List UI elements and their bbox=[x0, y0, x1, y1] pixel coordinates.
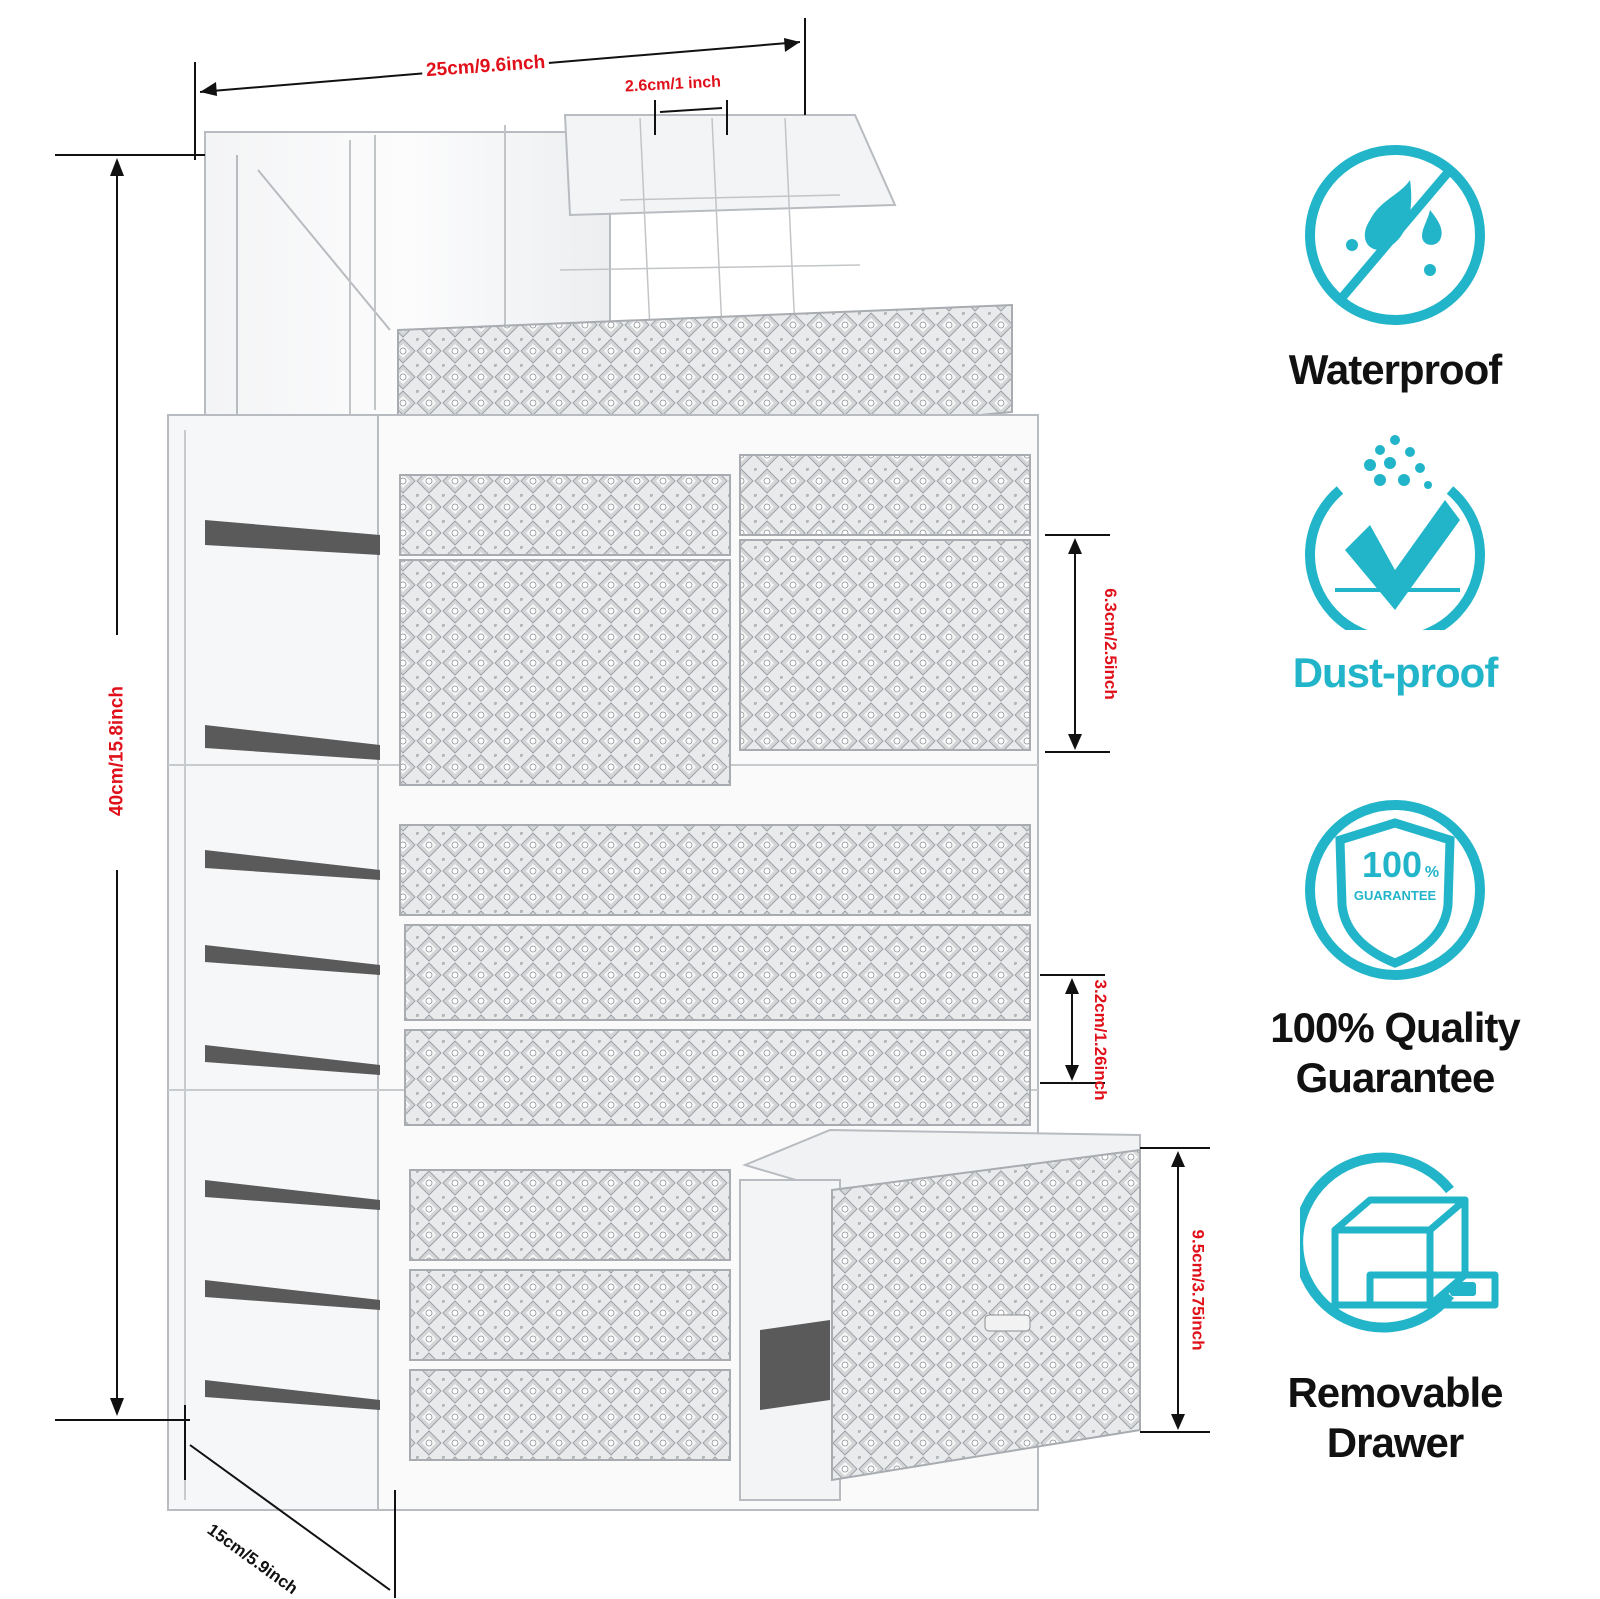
feature-waterproof-label: Waterproof bbox=[1288, 346, 1502, 393]
large-drawer-height-label: 6.3cm/2.5inch bbox=[1101, 588, 1120, 700]
svg-text:%: % bbox=[1425, 864, 1439, 881]
svg-text:100: 100 bbox=[1362, 844, 1422, 885]
guarantee-shield-icon: 100 % GUARANTEE bbox=[1305, 800, 1485, 980]
large-drawers bbox=[399, 454, 1031, 786]
wide-drawers bbox=[399, 824, 1031, 1126]
feature-dustproof-label: Dust-proof bbox=[1292, 649, 1499, 696]
feature-quality-label: 100% Quality Guarantee bbox=[1270, 1004, 1520, 1101]
dust-check-icon bbox=[1305, 435, 1485, 630]
svg-text:GUARANTEE: GUARANTEE bbox=[1354, 888, 1437, 903]
water-drop-crossed-icon bbox=[1305, 145, 1485, 325]
removable-drawer-height-label: 9.5cm/3.75inch bbox=[1188, 1229, 1208, 1351]
overall-height-label: 40cm/15.8inch bbox=[106, 686, 128, 816]
small-drawer-height-label: 3.2cm/1.26inch bbox=[1091, 979, 1110, 1101]
feature-removable-label: Removable Drawer bbox=[1287, 1369, 1503, 1466]
bottom-drawers bbox=[409, 1128, 1141, 1501]
drawer-icon bbox=[1300, 1152, 1499, 1333]
